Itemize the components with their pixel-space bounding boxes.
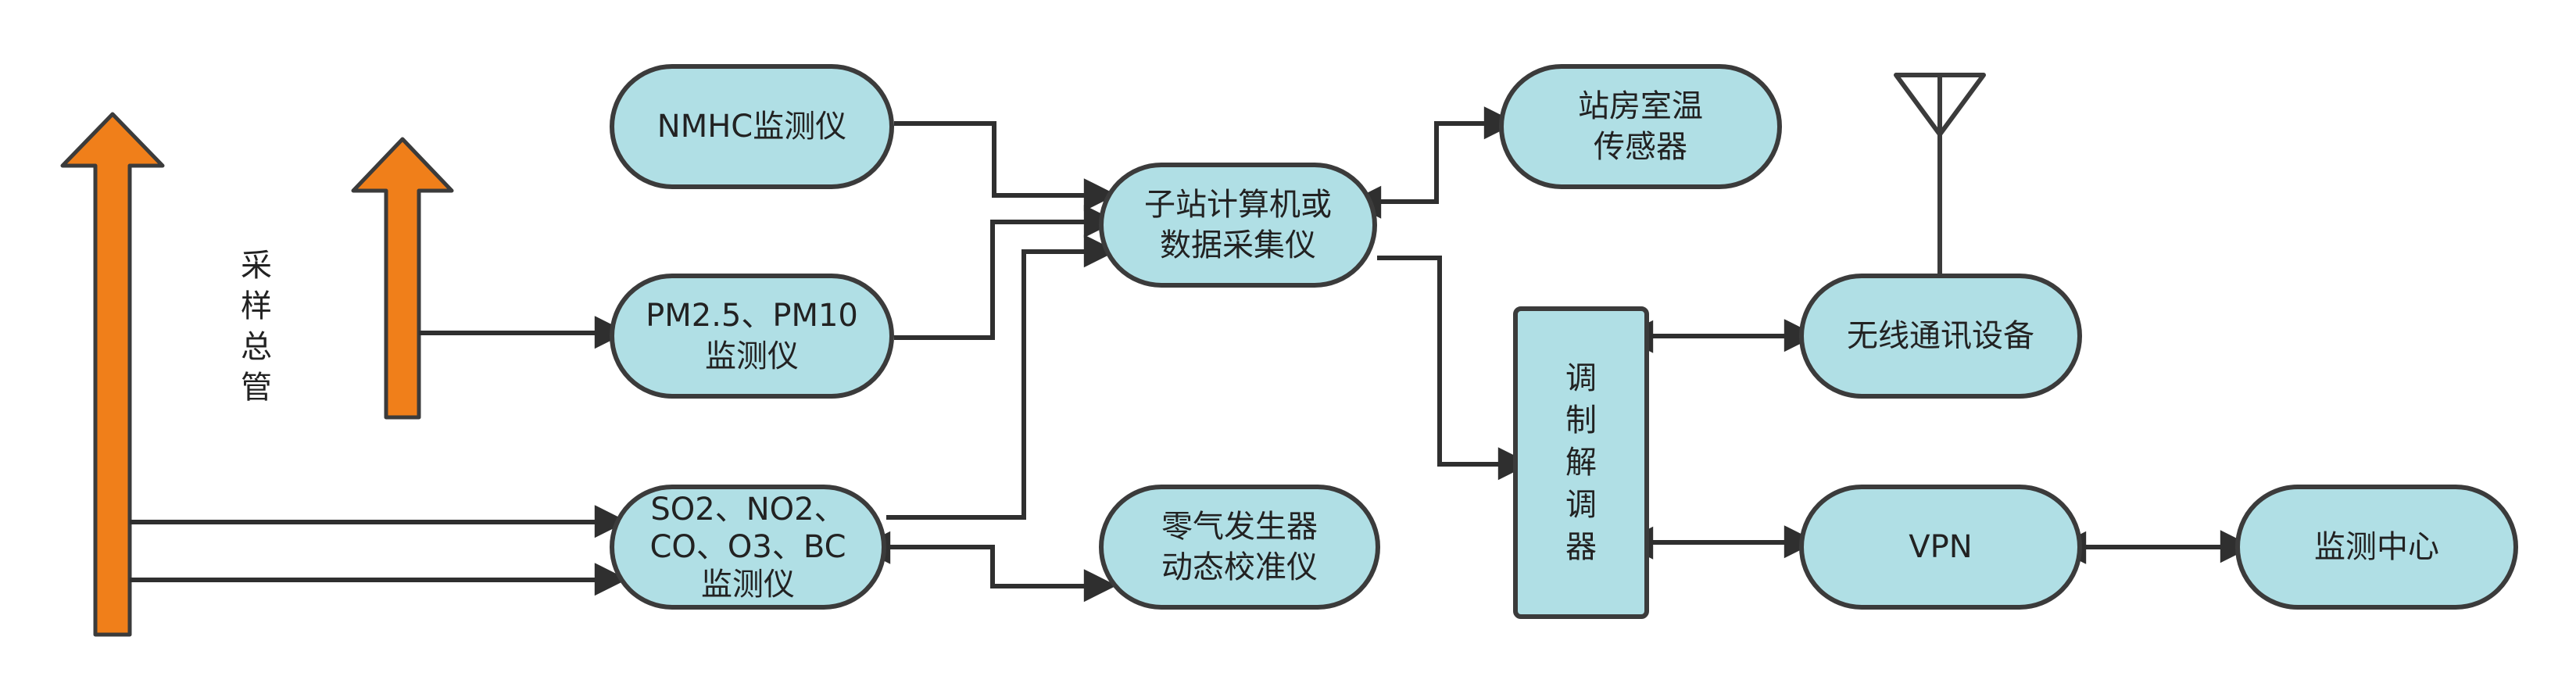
- sampling-manifold-label: 采 样 总 管: [241, 248, 272, 406]
- vpn-node[interactable]: VPN: [1799, 485, 2082, 610]
- substation-computer-node[interactable]: 子站计算机或 数据采集仪: [1099, 163, 1377, 288]
- connector-nmhc-to-computer: [894, 121, 1117, 212]
- gas-monitor-node[interactable]: SO2、NO2、 CO、O3、BC 监测仪: [610, 485, 886, 610]
- connectors: [130, 106, 2253, 603]
- sampling-pipe-branch-icon: [351, 137, 454, 420]
- antenna-icon: [1894, 73, 1986, 274]
- sampling-pipe-main-icon: [60, 112, 165, 637]
- zero-gas-calibrator-node[interactable]: 零气发生器 动态校准仪: [1099, 485, 1380, 610]
- wireless-device-node[interactable]: 无线通讯设备: [1799, 274, 2082, 399]
- connector-pm-to-computer: [894, 205, 1117, 340]
- connector-so2-zero: [857, 531, 1117, 603]
- monitoring-center-node[interactable]: 监测中心: [2235, 485, 2518, 610]
- connector-so2-to-computer: [886, 234, 1117, 520]
- modem-node[interactable]: 调 制 解 调 器: [1513, 306, 1649, 619]
- room-temperature-sensor-node[interactable]: 站房室温 传感器: [1499, 64, 1782, 189]
- pm-monitor-node[interactable]: PM2.5、PM10 监测仪: [610, 274, 894, 399]
- connector-computer-to-modem: [1377, 256, 1531, 481]
- nmhc-monitor-node[interactable]: NMHC监测仪: [610, 64, 894, 189]
- connector-computer-temp: [1348, 106, 1517, 219]
